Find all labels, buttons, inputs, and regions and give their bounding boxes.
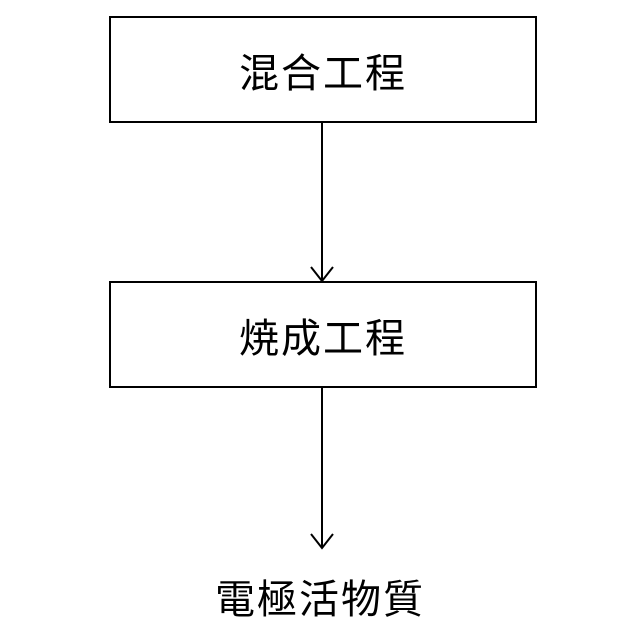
arrow-firing-to-output (311, 388, 333, 548)
step-box-mixing: 混合工程 (109, 16, 537, 123)
output-label: 電極活物質 (0, 570, 640, 630)
step-box-firing: 焼成工程 (109, 281, 537, 388)
step-label-mixing: 混合工程 (239, 41, 407, 99)
step-label-firing: 焼成工程 (239, 306, 407, 364)
arrow-mixing-to-firing (311, 123, 333, 281)
